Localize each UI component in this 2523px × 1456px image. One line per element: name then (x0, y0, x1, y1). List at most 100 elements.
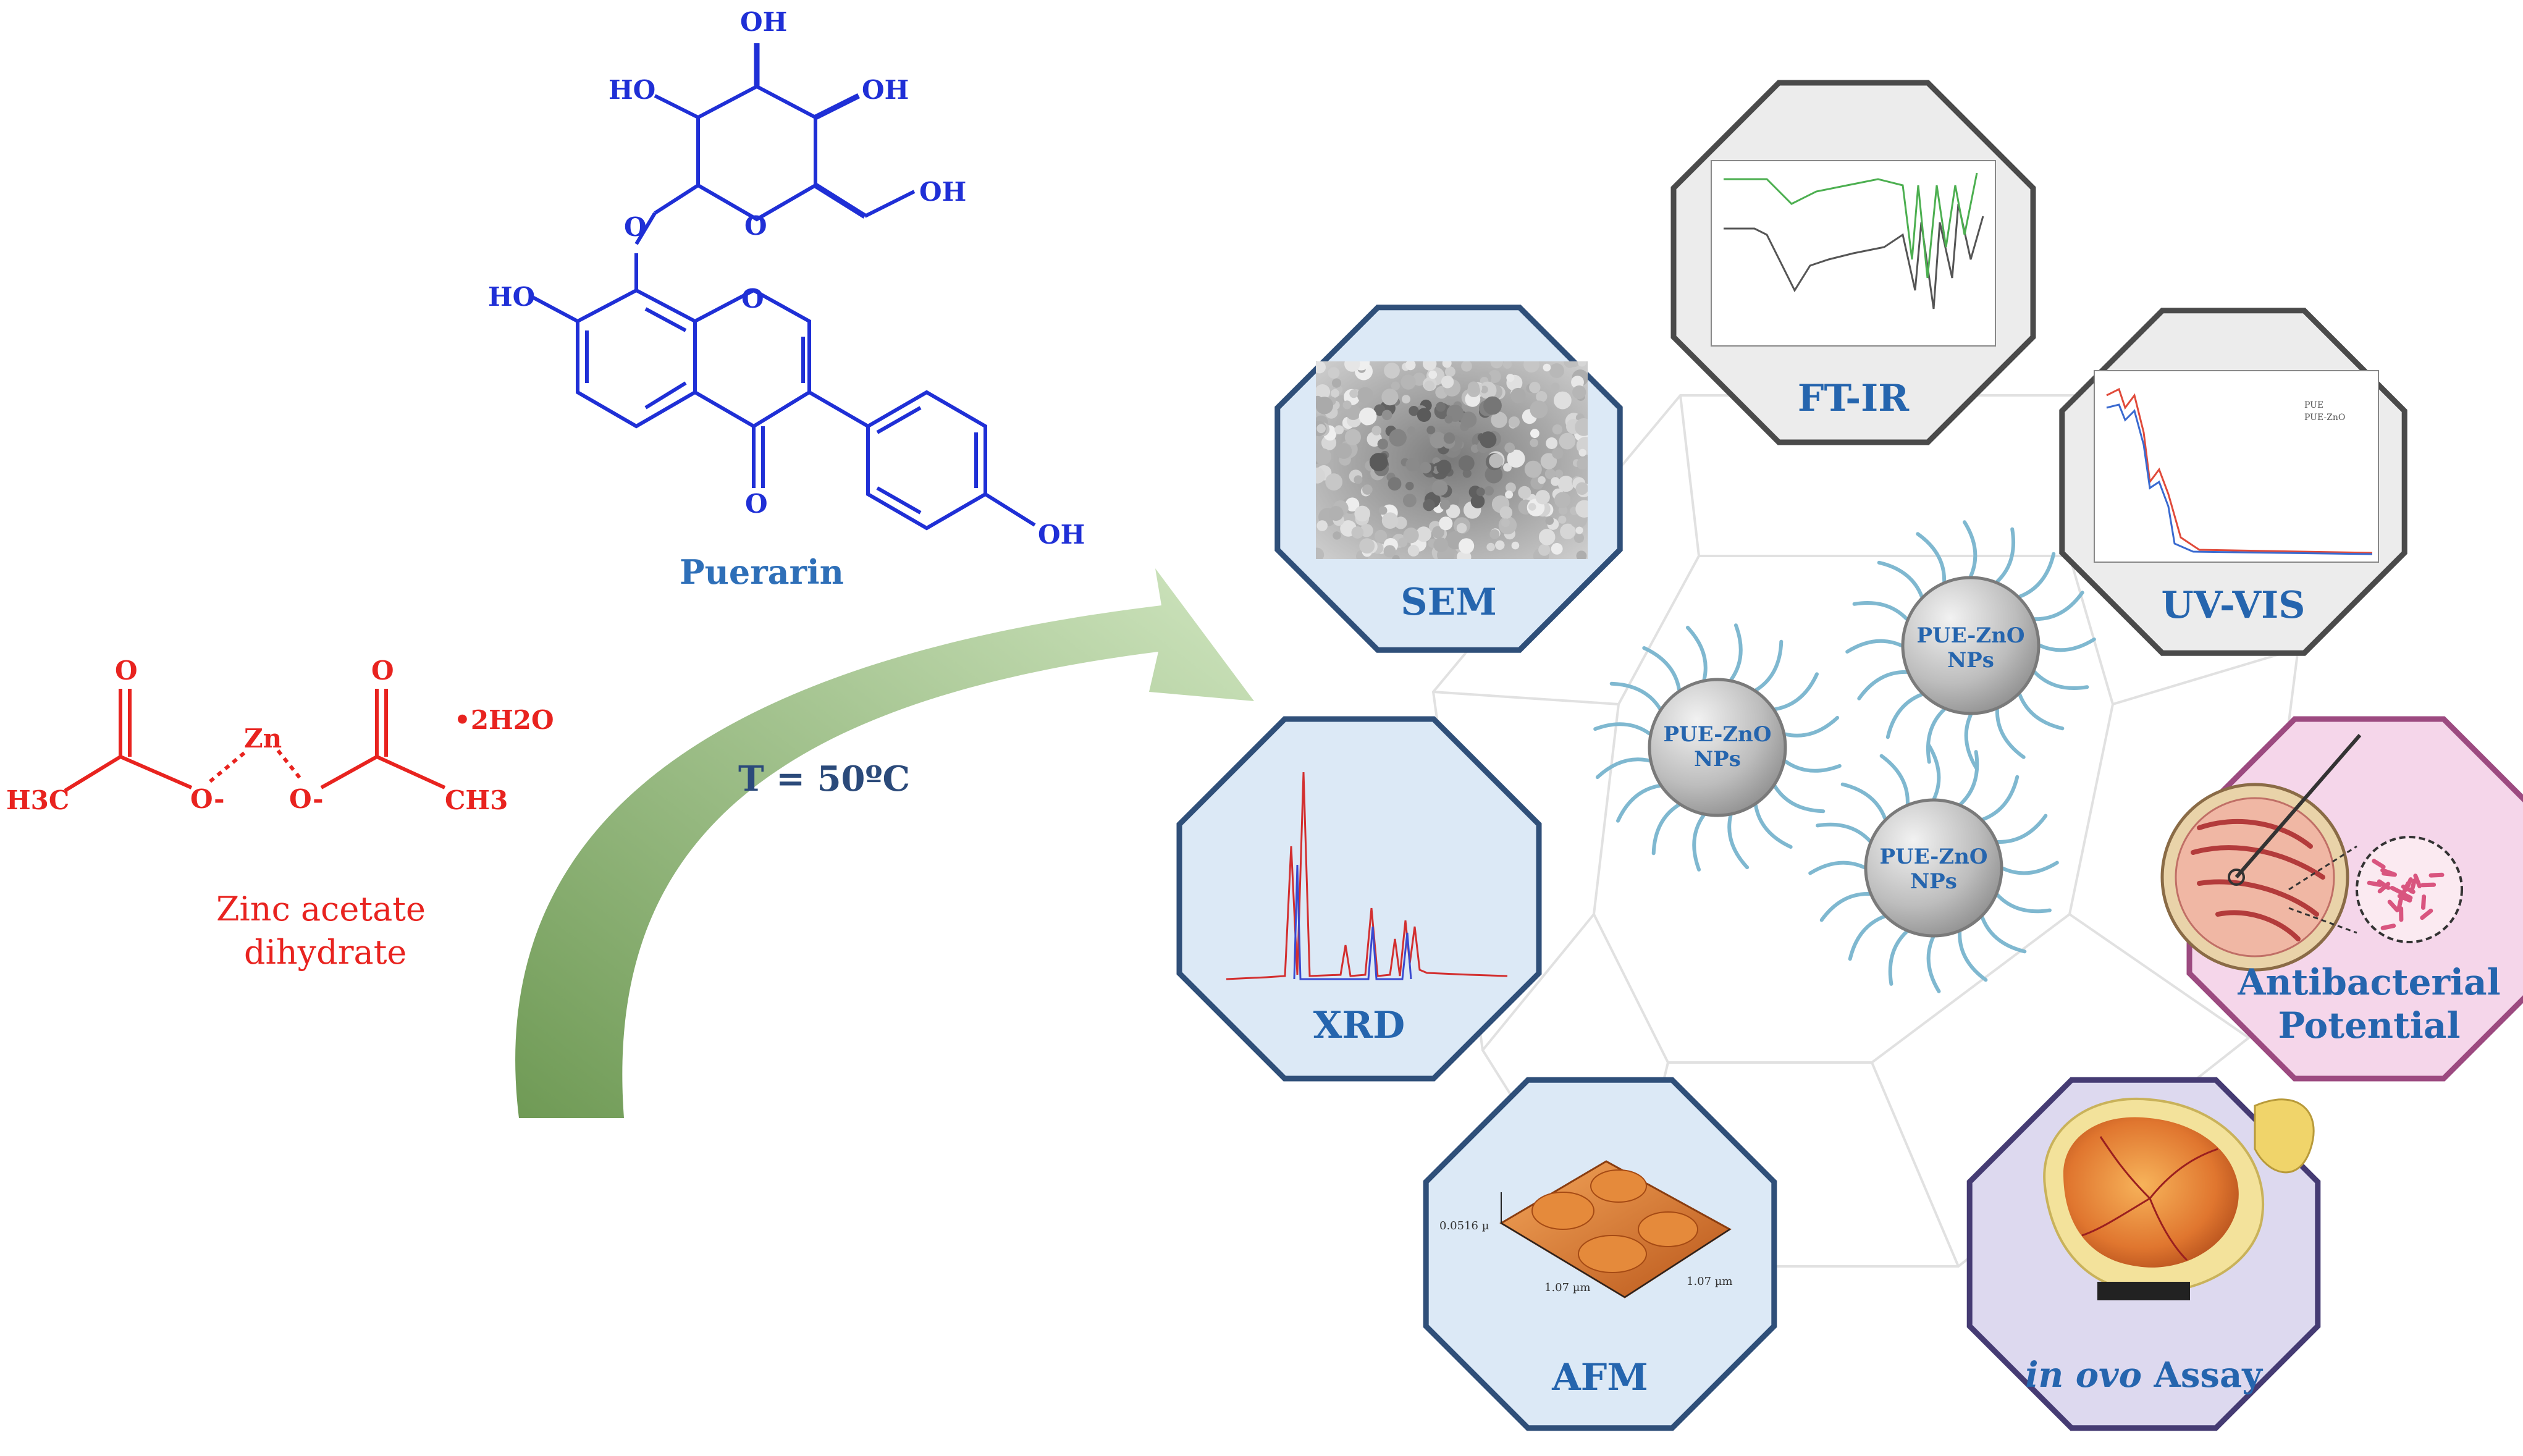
sem-particle (1431, 479, 1448, 496)
capping-strand (1857, 670, 1909, 701)
oh-right: OH (862, 75, 909, 105)
sem-particle (1577, 458, 1588, 470)
capping-strand (2018, 692, 2065, 731)
capping-strand (1877, 560, 1924, 599)
sem-particle (1538, 544, 1551, 556)
sem-particle (1554, 391, 1572, 410)
puerarin-atom-labels: OH HO OH OH O O HO O O OH (488, 7, 1085, 550)
sem-particle (1510, 387, 1526, 403)
sem-particle (1530, 400, 1548, 419)
sem-particle (1528, 503, 1536, 511)
capping-strand (1609, 681, 1662, 711)
capping-strand (1616, 783, 1662, 823)
sem-particle (1407, 426, 1416, 435)
xrd-pattern (1226, 772, 1508, 980)
sem-particle (1316, 361, 1326, 374)
sem-particle (1460, 411, 1477, 428)
sem-particle (1490, 361, 1503, 369)
carbonyl-o: O (745, 489, 768, 519)
zinc-acetate-structure (64, 689, 446, 793)
sem-particle (1577, 361, 1586, 367)
capping-strand (1879, 754, 1910, 806)
sem-particle (1524, 460, 1542, 478)
sem-particle (1316, 397, 1333, 414)
sem-particle (1442, 361, 1452, 368)
sem-particle (1456, 523, 1467, 534)
sem-particle (1432, 526, 1444, 539)
nanoparticle-2: PUE-ZnO NPs (1648, 678, 1787, 817)
svg-text:NPs: NPs (1947, 648, 1994, 673)
sem-particle (1412, 372, 1426, 386)
sem-particle (1564, 361, 1576, 368)
capping-strand (1808, 861, 1866, 875)
sem-particle (1403, 528, 1419, 544)
sem-particle (1459, 538, 1475, 554)
sem-particle (1503, 463, 1512, 472)
ho-aryl: HO (488, 282, 535, 312)
bacterium (2367, 880, 2383, 887)
sem-particle (1551, 543, 1563, 555)
bacterium (2404, 877, 2413, 892)
afm-y-scale: 1.07 µm (1687, 1275, 1733, 1288)
antibacterial-panel: Antibacterial Potential (2160, 716, 2523, 1082)
svg-text:PUE-ZnO: PUE-ZnO (1879, 844, 1987, 869)
anion-o-right: O- (289, 784, 324, 814)
sem-particle (1467, 381, 1480, 393)
sem-particle (1333, 531, 1341, 540)
capping-strand (1885, 692, 1924, 739)
capping-strand (1685, 625, 1708, 682)
hydrate: •2H2O (454, 705, 554, 735)
capping-strand (1729, 623, 1743, 682)
sem-particle (1571, 376, 1584, 389)
sem-particle (1351, 526, 1364, 539)
capping-strand (1926, 743, 1941, 801)
sem-particle (1483, 396, 1502, 415)
sem-particle (1538, 529, 1556, 545)
capping-strand (1816, 822, 1872, 843)
xrd-octagon (1176, 716, 1542, 1082)
sem-particle (1388, 477, 1402, 491)
bacterium (2413, 873, 2422, 888)
sem-particle (1384, 363, 1400, 379)
sem-particle (1573, 532, 1585, 544)
sem-particle (1557, 476, 1574, 492)
chromone-o: O (741, 284, 764, 314)
capping-strand (1753, 803, 1793, 849)
sem-particle (1470, 494, 1485, 508)
sem-particle (1417, 408, 1431, 422)
svg-text:PUE-ZnO: PUE-ZnO (1663, 722, 1771, 747)
ho-left: HO (609, 75, 655, 105)
sem-particle (1529, 382, 1541, 393)
sem-particle (1381, 512, 1399, 529)
sem-particle (1495, 540, 1505, 550)
methyl-left: H3C (6, 785, 69, 815)
sem-particle (1462, 469, 1472, 478)
sem-particle (1501, 518, 1510, 528)
capping-strand (1840, 782, 1887, 821)
capping-strand (1958, 750, 1979, 806)
sem-particle (1331, 378, 1342, 388)
capping-strand (1995, 893, 2052, 914)
sem-particle (1489, 453, 1504, 468)
sem-particle (1551, 382, 1560, 392)
capping-strand (1783, 715, 1840, 738)
sem-particle (1446, 504, 1460, 518)
capping-strand (1754, 639, 1784, 692)
sem-particle (1504, 442, 1515, 453)
capping-strand (1651, 802, 1681, 856)
glyco-o: O (624, 212, 647, 242)
sem-particle (1572, 385, 1586, 400)
sem-particle (1342, 400, 1352, 410)
sem-particle (1405, 458, 1420, 472)
bacterium (2387, 899, 2399, 912)
sem-particle (1358, 407, 1377, 426)
sem-particle (1405, 481, 1414, 490)
sem-particle (1378, 506, 1388, 515)
sem-particle (1374, 529, 1388, 543)
sem-particle (1535, 490, 1550, 505)
capping-strand (1995, 527, 2016, 584)
bacterium (2377, 879, 2391, 890)
sem-particle (1389, 429, 1407, 447)
capping-strand (1692, 813, 1706, 872)
sem-particle (1336, 443, 1352, 459)
